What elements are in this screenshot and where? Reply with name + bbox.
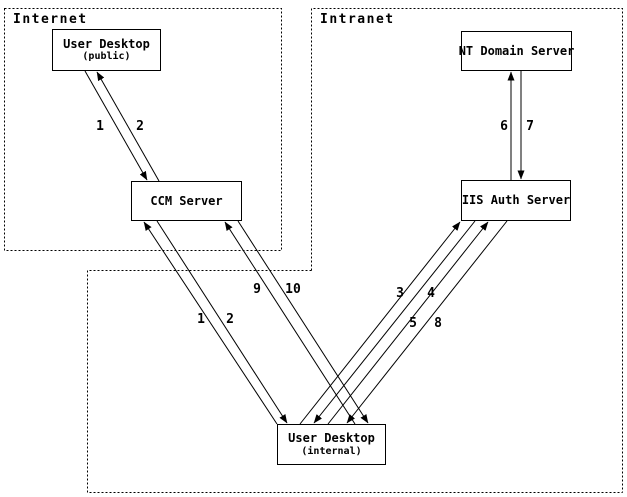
internet-zone-border (4, 8, 282, 251)
node-title: User Desktop (288, 431, 375, 446)
edge-iis-to-internal-desktop-8 (346, 220, 508, 424)
edge-internal-desktop-to-ccm-9 (224, 221, 356, 425)
internal-zone-border (87, 270, 623, 493)
edge-label-7: 7 (526, 119, 534, 134)
node-nt-domain-server: NT Domain Server (458, 31, 575, 71)
node-user-desktop-internal: User Desktop (internal) (277, 424, 386, 465)
edge-label-5: 5 (409, 316, 417, 331)
node-title: NT Domain Server (458, 43, 575, 58)
node-ccm-server: CCM Server (131, 181, 242, 221)
edge-label-3: 3 (396, 286, 404, 301)
intranet-zone-border (311, 8, 623, 493)
node-subtitle: (public) (82, 51, 131, 63)
edge-ccm-to-public-desktop (96, 71, 160, 182)
intranet-zone-label: Intranet (320, 12, 395, 27)
node-user-desktop-public: User Desktop (public) (52, 29, 161, 71)
edge-label-2-internal: 2 (226, 312, 234, 327)
edge-internal-desktop-to-iis-5 (327, 221, 489, 425)
edge-label-1-public: 1 (96, 119, 104, 134)
edge-label-4: 4 (427, 286, 435, 301)
node-iis-auth-server: IIS Auth Server (461, 180, 571, 221)
edge-public-desktop-to-ccm (84, 70, 148, 181)
edge-internal-desktop-to-iis-3 (299, 221, 461, 425)
edge-iis-to-internal-desktop-4 (313, 220, 476, 424)
edge-label-6: 6 (500, 119, 508, 134)
edge-label-8: 8 (434, 316, 442, 331)
edge-label-1-internal: 1 (197, 312, 205, 327)
node-subtitle: (internal) (301, 445, 362, 457)
edge-label-9: 9 (253, 282, 261, 297)
edge-ccm-to-internal-desktop-10 (237, 220, 369, 424)
edge-label-10: 10 (285, 282, 301, 297)
node-title: IIS Auth Server (461, 193, 571, 208)
edge-label-2-public: 2 (136, 119, 144, 134)
internet-zone-label: Internet (13, 12, 88, 27)
edge-ccm-to-internal-desktop-2 (156, 220, 288, 424)
edge-internal-desktop-to-ccm-1 (143, 221, 278, 425)
node-title: CCM Server (150, 193, 223, 208)
node-title: User Desktop (63, 36, 150, 51)
